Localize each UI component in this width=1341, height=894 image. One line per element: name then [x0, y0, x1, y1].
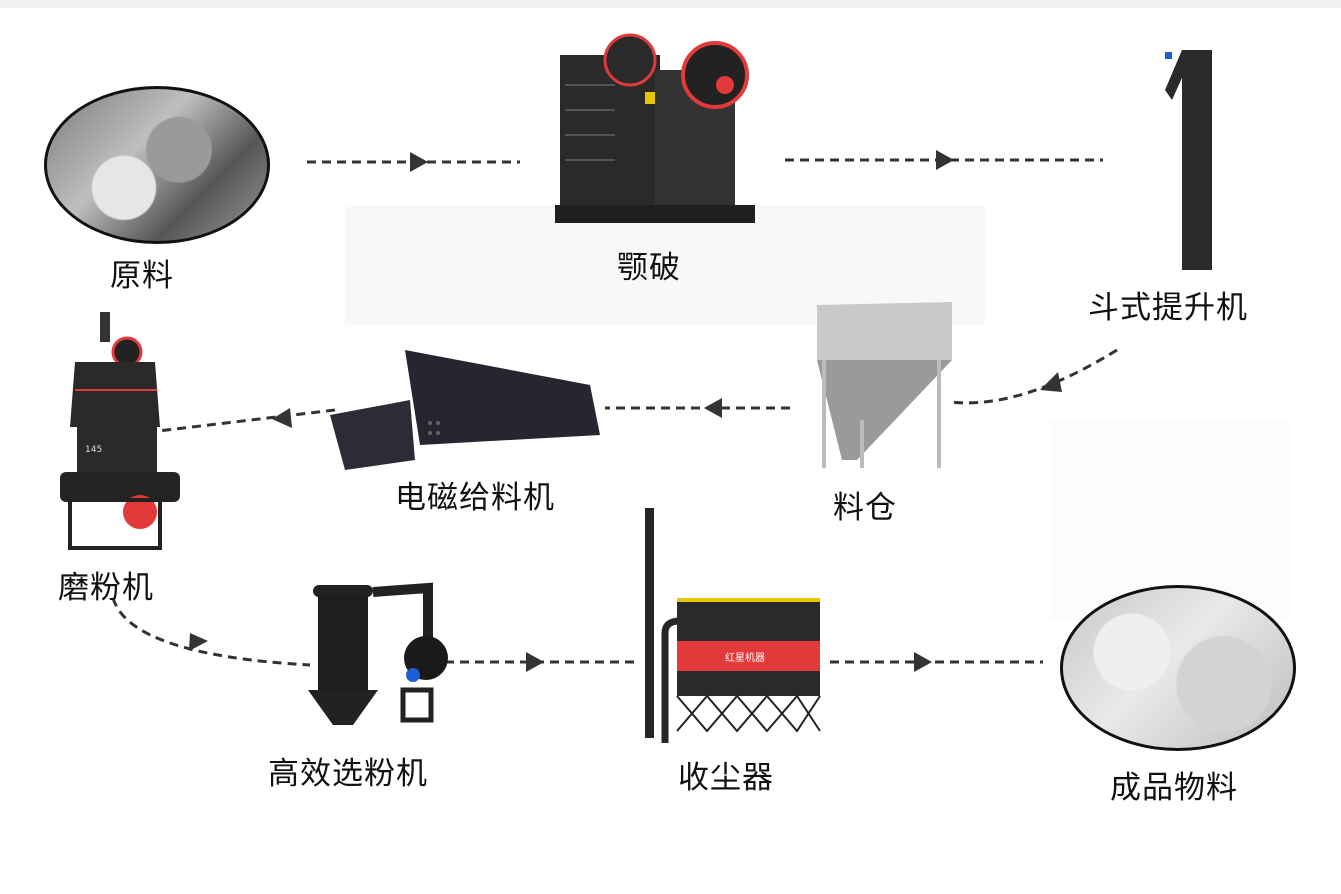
label-raw-material: 原料	[110, 258, 174, 294]
bucket-elevator-icon	[1165, 50, 1212, 270]
jaw-crusher-icon	[555, 33, 755, 223]
raw-material-image	[44, 86, 270, 244]
label-jaw-crusher: 颚破	[617, 250, 681, 286]
top-border	[0, 0, 1341, 8]
label-bucket-elevator: 斗式提升机	[1088, 290, 1248, 326]
dust-collector-icon: 红星机器	[645, 508, 821, 743]
storage-bin-icon	[817, 302, 952, 468]
electromagnetic-feeder-icon	[330, 350, 600, 470]
classifier-icon	[308, 582, 448, 725]
grinding-mill-icon: 145	[60, 312, 180, 550]
svg-text:145: 145	[85, 445, 102, 455]
arrow-down-left-icon	[1040, 372, 1062, 392]
label-electromagnetic-feeder: 电磁给料机	[395, 480, 555, 516]
label-classifier: 高效选粉机	[268, 756, 428, 792]
label-dust-collector: 收尘器	[678, 760, 774, 796]
arrow-right-icon	[410, 152, 428, 172]
label-storage-bin: 料仓	[833, 490, 897, 526]
arrow-right-icon	[936, 150, 954, 170]
label-grinding-mill: 磨粉机	[58, 570, 154, 606]
finished-product-image	[1060, 585, 1296, 751]
label-finished-product: 成品物料	[1110, 770, 1238, 806]
svg-text:红星机器: 红星机器	[725, 651, 765, 664]
